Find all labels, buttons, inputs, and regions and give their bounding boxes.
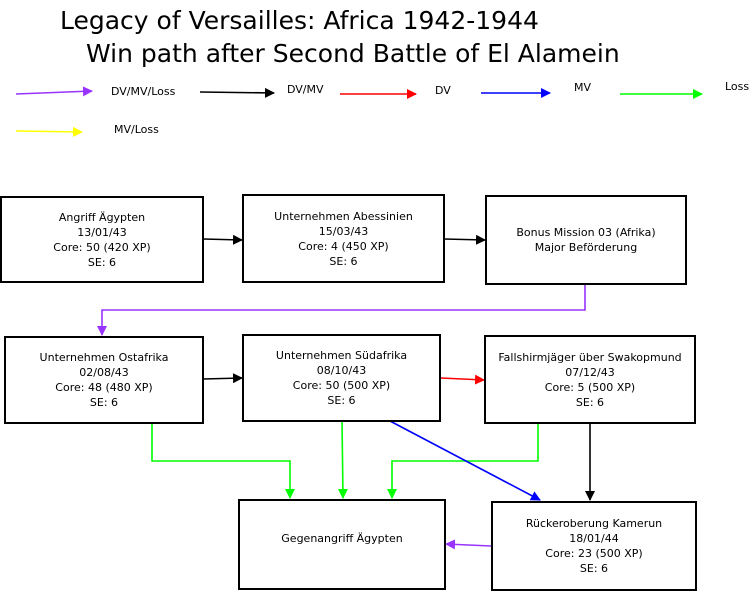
node-core: Core: 48 (480 XP) bbox=[55, 381, 153, 394]
node-fallschirmjaeger-swakopmund: Fallshirmjäger über Swakopmund 07/12/43 … bbox=[484, 335, 696, 424]
node-name: Fallshirmjäger über Swakopmund bbox=[498, 350, 682, 364]
node-core: Core: 50 (420 XP) bbox=[53, 240, 151, 254]
legend-label-mv: MV bbox=[574, 81, 592, 94]
node-se: SE: 6 bbox=[89, 396, 119, 409]
legend-label-dv: DV bbox=[435, 84, 451, 97]
node-core: Core: 5 (500 XP) bbox=[544, 380, 636, 394]
node-name: Unternehmen Ostafrika bbox=[39, 351, 169, 364]
edge-bonus-to-ostafrika bbox=[97, 284, 586, 336]
node-name: Rückeroberung Kamerun bbox=[525, 517, 663, 530]
node-core: Core: 4 (450 XP) bbox=[298, 239, 389, 253]
node-gegenangriff-aegypten: Gegenangriff Ägypten bbox=[238, 499, 446, 590]
node-angriff-aegypten: Angriff Ägypten 13/01/43 Core: 50 (420 X… bbox=[0, 196, 204, 283]
node-date: 07/12/43 bbox=[565, 365, 615, 379]
legend-arrow-dv-mv bbox=[199, 87, 275, 98]
edge-angriff-to-abessinien bbox=[202, 234, 243, 245]
node-name: Unternehmen Abessinien bbox=[274, 209, 413, 223]
node-date: 18/01/44 bbox=[569, 532, 619, 545]
node-se: SE: 6 bbox=[579, 562, 609, 575]
node-name: Unternehmen Südafrika bbox=[275, 349, 408, 362]
node-se: SE: 6 bbox=[327, 394, 356, 407]
node-date: 13/01/43 bbox=[77, 225, 127, 239]
edge-ostafrika-to-suedafrika bbox=[202, 373, 243, 384]
legend-arrow-mv-loss bbox=[15, 126, 83, 137]
edge-suedafrika-to-kamerun bbox=[389, 420, 541, 501]
title-line-1: Legacy of Versailles: Africa 1942-1944 bbox=[60, 6, 539, 35]
node-bonus-mission: Bonus Mission 03 (Afrika) Major Beförder… bbox=[485, 195, 687, 285]
node-unternehmen-suedafrika: Unternehmen Südafrika 08/10/43 Core: 50 … bbox=[242, 334, 441, 422]
node-extra: Major Beförderung bbox=[534, 241, 638, 254]
node-core: Core: 50 (500 XP) bbox=[292, 379, 391, 392]
node-se: SE: 6 bbox=[329, 254, 358, 268]
node-name: Bonus Mission 03 (Afrika) bbox=[516, 226, 656, 239]
node-se: SE: 6 bbox=[575, 395, 605, 409]
node-core: Core: 23 (500 XP) bbox=[545, 547, 643, 560]
edge-ostafrika-to-gegenangriff bbox=[151, 423, 295, 499]
node-date: 08/10/43 bbox=[316, 364, 367, 377]
node-se: SE: 6 bbox=[87, 255, 117, 269]
node-date: 02/08/43 bbox=[79, 366, 129, 379]
legend-label-dv-mv: DV/MV bbox=[287, 83, 324, 96]
edge-suedafrika-to-fallschirm bbox=[440, 374, 485, 385]
node-name: Angriff Ägypten bbox=[58, 210, 146, 224]
edge-kamerun-to-gegenangriff bbox=[445, 539, 492, 550]
legend-arrow-dv-mv-loss bbox=[15, 86, 93, 97]
legend-label-loss: Loss bbox=[725, 80, 749, 93]
node-unternehmen-ostafrika: Unternehmen Ostafrika 02/08/43 Core: 48 … bbox=[4, 336, 204, 424]
edge-abessinien-to-bonus bbox=[443, 234, 486, 245]
legend-label-mv-loss: MV/Loss bbox=[114, 123, 159, 136]
title-line-2: Win path after Second Battle of El Alame… bbox=[86, 39, 620, 68]
legend-label-dv-mv-loss: DV/MV/Loss bbox=[111, 85, 176, 98]
node-date: 15/03/43 bbox=[318, 224, 369, 238]
edge-suedafrika-to-gegenangriff bbox=[337, 420, 348, 499]
node-rueckeroberung-kamerun: Rückeroberung Kamerun 18/01/44 Core: 23 … bbox=[491, 501, 697, 591]
node-unternehmen-abessinien: Unternehmen Abessinien 15/03/43 Core: 4 … bbox=[242, 194, 445, 283]
node-name: Gegenangriff Ägypten bbox=[281, 532, 403, 545]
